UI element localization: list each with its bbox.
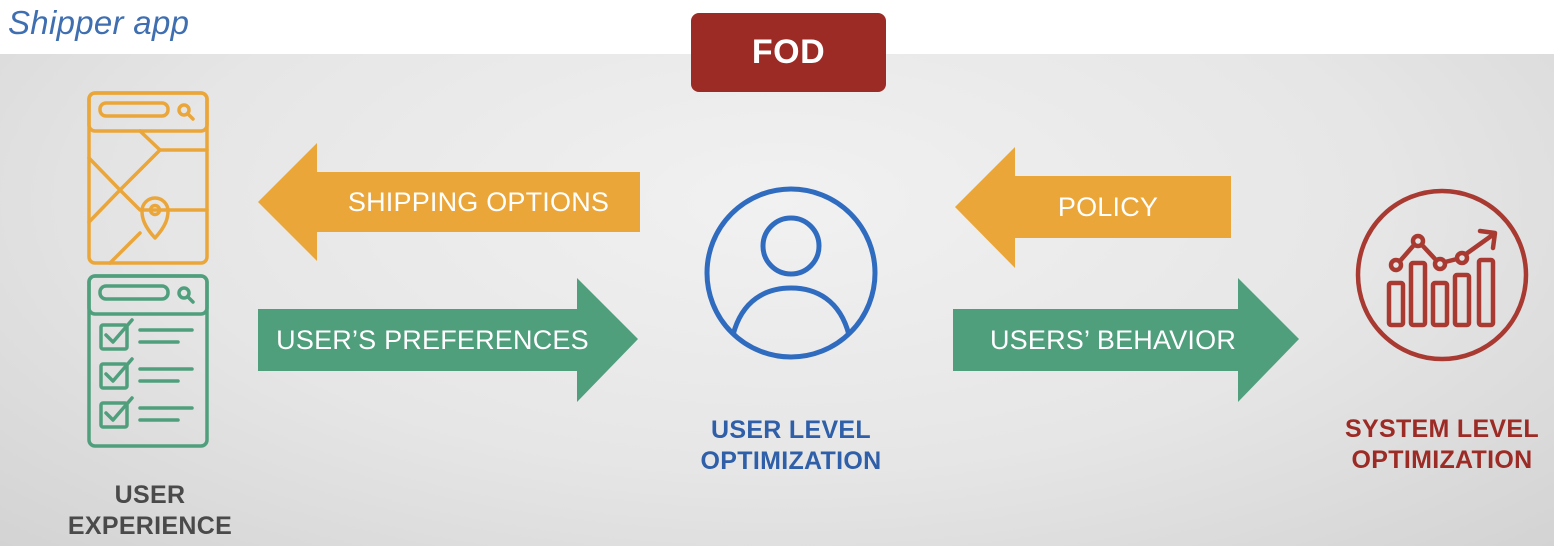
diagram-background: [0, 54, 1554, 546]
user-experience-caption: USER EXPERIENCE: [40, 480, 260, 542]
shipping-options-arrow: [258, 143, 640, 261]
policy-label: POLICY: [1057, 191, 1159, 222]
system-level-line2: OPTIMIZATION: [1351, 446, 1533, 474]
users-behavior-arrow: [953, 278, 1299, 402]
user-circle-icon: [704, 186, 878, 360]
app-title: Shipper app: [8, 4, 190, 41]
user-experience-line1: USER: [114, 481, 186, 509]
user-level-line2: OPTIMIZATION: [700, 447, 882, 475]
users-preferences-arrow: [258, 278, 638, 402]
system-level-line1: SYSTEM LEVEL: [1345, 415, 1539, 443]
user-level-line1: USER LEVEL: [711, 416, 871, 444]
analytics-chart-icon: [1355, 188, 1529, 362]
map-screen-icon: [87, 91, 209, 265]
users-preferences-label: USER’S PREFERENCES: [276, 324, 589, 355]
user-experience-line2: EXPERIENCE: [67, 512, 233, 540]
users-behavior-label: USERS’ BEHAVIOR: [989, 324, 1237, 355]
checklist-screen-icon: [87, 274, 209, 448]
shipping-options-label: SHIPPING OPTIONS: [347, 186, 610, 217]
policy-arrow: [955, 147, 1231, 268]
fod-badge: FOD: [691, 13, 886, 92]
user-level-caption: USER LEVEL OPTIMIZATION: [668, 415, 914, 477]
system-level-caption: SYSTEM LEVEL OPTIMIZATION: [1330, 414, 1554, 476]
fod-badge-label: FOD: [751, 33, 826, 71]
